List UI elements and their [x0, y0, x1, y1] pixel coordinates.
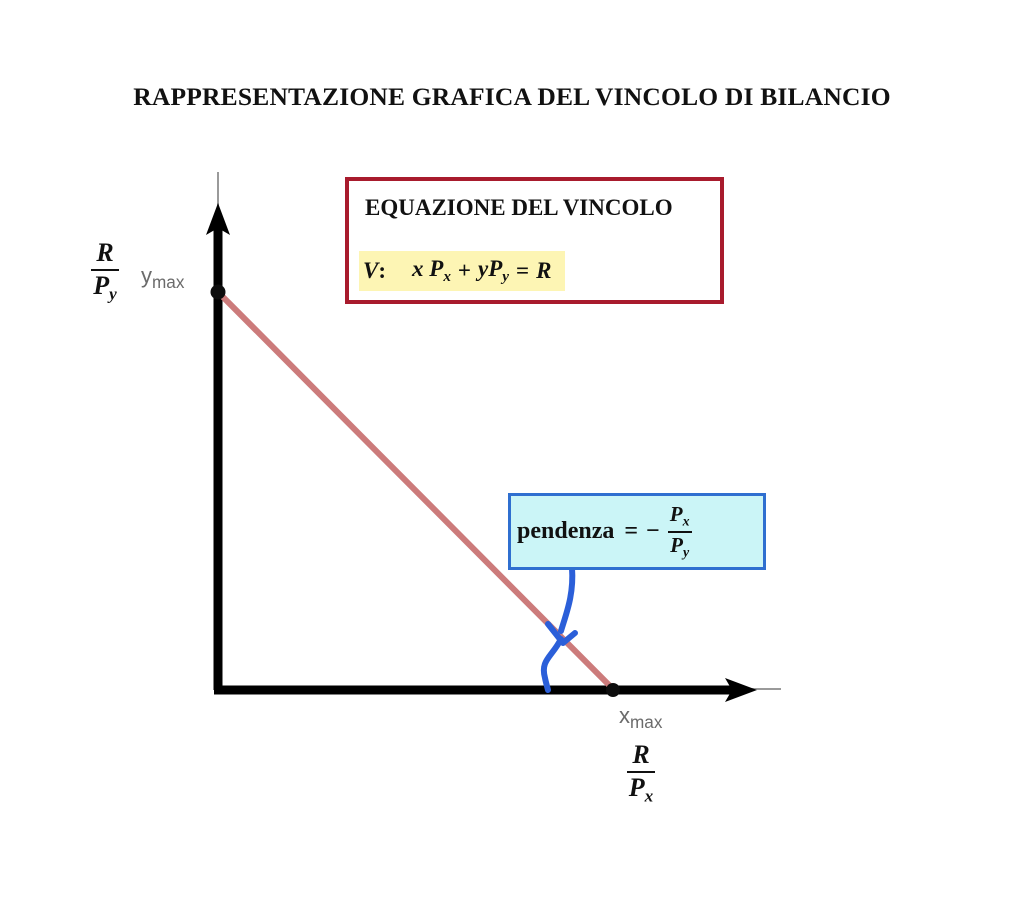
slope-fraction-numerator: Px — [668, 501, 692, 529]
y-intercept-numerator: R — [96, 238, 114, 267]
y-axis-arrowhead — [206, 203, 230, 235]
y-intercept-dot — [210, 284, 226, 300]
equation-equals-operator: = — [516, 258, 530, 283]
x-intercept-fraction: R Px — [626, 740, 656, 805]
y-intercept-fraction: R Py — [91, 238, 119, 303]
slope-minus-operator: − — [646, 518, 660, 544]
x-intercept-denominator: Px — [627, 772, 655, 805]
slope-den-base: P — [670, 532, 683, 557]
x-max-base: x — [619, 703, 630, 728]
slope-den-subscript: y — [682, 543, 690, 559]
slope-num-base: P — [669, 501, 683, 526]
equation-right-side: R — [536, 258, 552, 283]
slope-label: pendenza — [517, 518, 615, 544]
page-title: RAPPRESENTAZIONE GRAFICA DEL VINCOLO DI … — [133, 82, 891, 111]
x-max-label: xmax — [619, 703, 662, 733]
equation-term-y-subscript: y — [502, 267, 510, 285]
x-max-subscript: max — [630, 712, 663, 733]
slope-pointer-stem — [558, 565, 576, 634]
y-intercept-den-base: P — [93, 270, 110, 300]
x-intercept-value: R Px — [615, 740, 667, 805]
slope-fraction: Px Py — [667, 501, 692, 560]
equation-plus-operator: + — [457, 258, 472, 283]
equation-term-x-subscript: x — [443, 267, 451, 285]
x-intercept-den-base: P — [628, 772, 645, 802]
slope-pointer-arrowhead — [545, 621, 578, 646]
x-axis-arrowhead — [725, 678, 757, 702]
equation-term-x: x Px — [412, 256, 451, 286]
equation-term-y-base: yP — [478, 256, 503, 282]
y-intercept-fraction-bar — [91, 268, 119, 271]
x-intercept-den-subscript: x — [644, 786, 654, 805]
x-intercept-fraction-bar — [626, 770, 656, 773]
equation-term-x-base: x P — [412, 256, 444, 282]
slope-num-subscript: x — [682, 513, 690, 529]
y-max-subscript: max — [152, 272, 185, 293]
equation-name: V — [363, 258, 379, 283]
x-intercept-dot — [606, 683, 620, 697]
y-max-base: y — [141, 263, 152, 288]
equation-colon: : — [378, 258, 387, 283]
y-intercept-den-subscript: y — [109, 284, 117, 303]
y-intercept-denominator: Py — [91, 270, 119, 303]
equation-term-y: yPy — [478, 256, 509, 286]
slope-box: pendenza = − Px Py — [508, 493, 766, 570]
slope-fraction-denominator: Py — [668, 532, 691, 560]
slope-equals-operator: = — [624, 518, 639, 544]
slope-pointer-tail — [540, 636, 564, 693]
x-intercept-numerator: R — [632, 740, 650, 769]
equation-box-heading: EQUAZIONE DEL VINCOLO — [365, 195, 673, 220]
y-max-label: ymax — [141, 263, 184, 293]
equation-box: EQUAZIONE DEL VINCOLO V: x Px + yPy = R — [345, 177, 724, 304]
y-intercept-value: R Py — [79, 238, 131, 303]
slope-fraction-bar — [667, 530, 692, 533]
equation-formula: V: x Px + yPy = R — [359, 251, 566, 291]
